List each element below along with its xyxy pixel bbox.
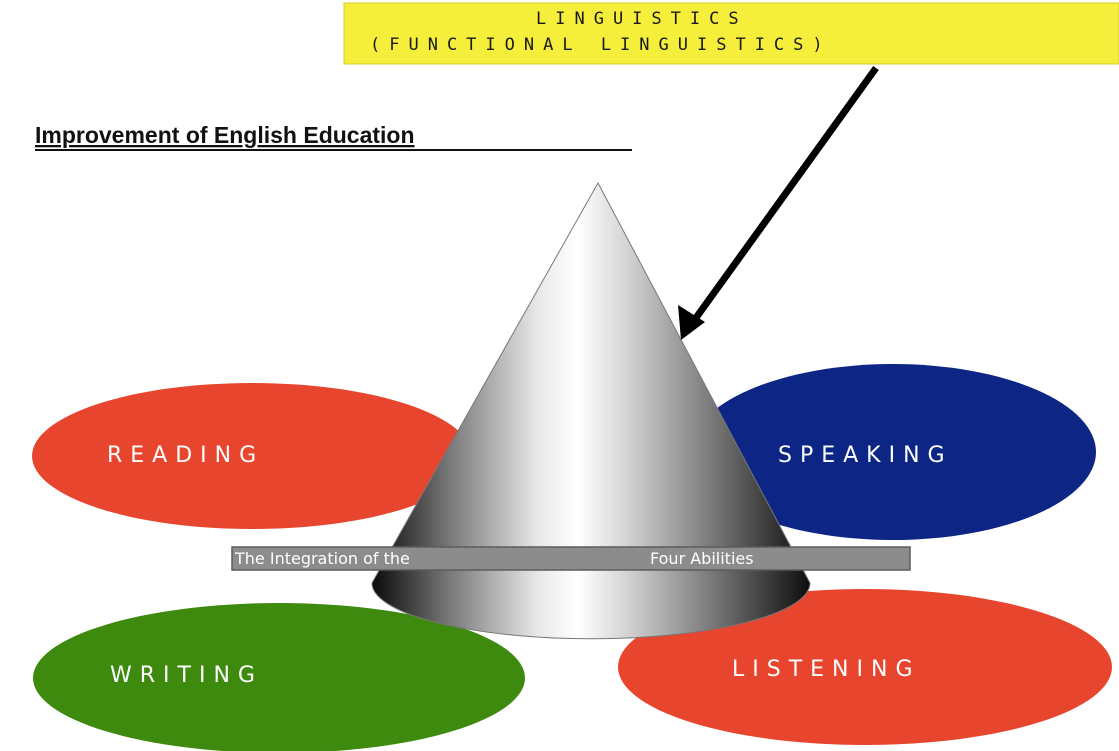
linguistics-banner: LINGUISTICS (FUNCTIONAL LINGUISTICS) — [343, 2, 1119, 65]
banner-line-1: LINGUISTICS — [536, 9, 748, 29]
integration-label-part-1: The Integration of the — [234, 549, 410, 568]
integration-label-part-2: Four Abilities — [650, 549, 754, 568]
writing-ellipse: WRITING — [33, 603, 525, 751]
listening-label: LISTENING — [732, 657, 921, 682]
integration-cone — [371, 181, 811, 640]
speaking-label: SPEAKING — [778, 443, 953, 468]
linguistics-arrow — [678, 65, 879, 340]
listening-ellipse: LISTENING — [618, 589, 1112, 745]
banner-line-2: (FUNCTIONAL LINGUISTICS) — [370, 35, 832, 55]
writing-label: WRITING — [110, 663, 263, 688]
reading-label: READING — [107, 443, 264, 468]
page-title: Improvement of English Education — [35, 122, 415, 148]
reading-ellipse: READING — [32, 383, 472, 529]
speaking-ellipse: SPEAKING — [690, 364, 1096, 540]
integration-label-bar: The Integration of the Four Abilities — [231, 546, 911, 571]
